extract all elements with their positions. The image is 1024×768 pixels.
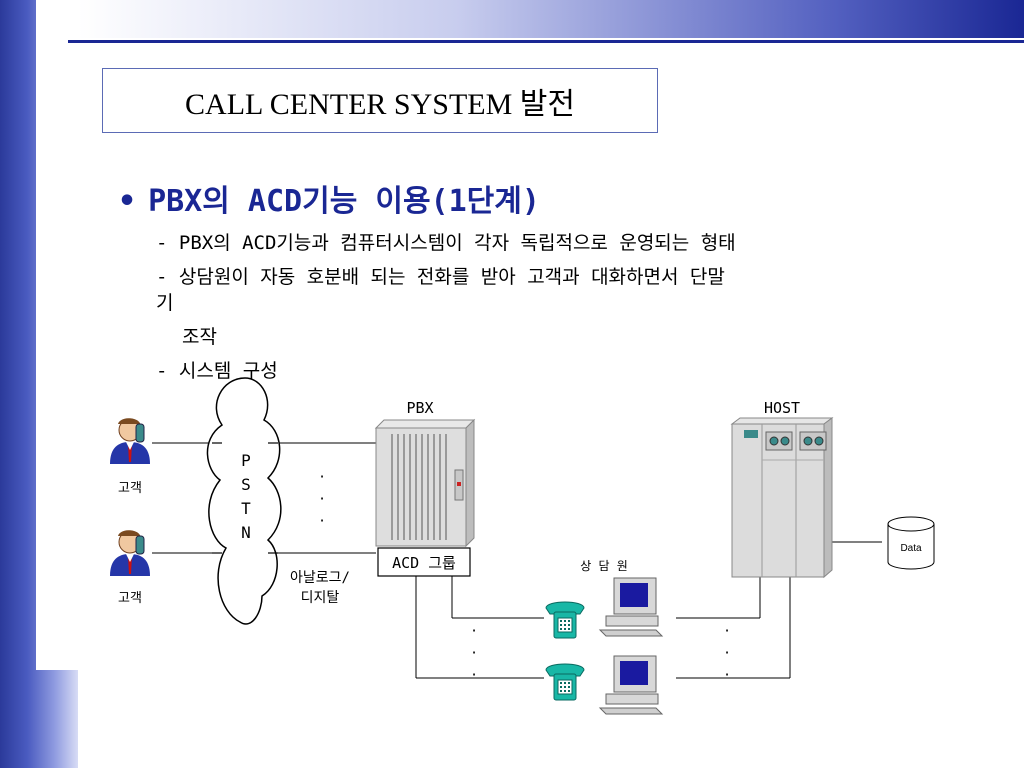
trunk-dot-2: · [319, 489, 324, 508]
pbx-dot-2: · [471, 643, 476, 662]
main-bullet: • PBX의 ACD기능 이용(1단계) [118, 176, 540, 220]
customer-icon-2 [110, 530, 150, 576]
top-decor-bar [78, 0, 1024, 38]
host-dot-1: · [724, 621, 729, 640]
computer-icon-2 [598, 655, 664, 715]
pstn-letter-p: P [241, 451, 251, 470]
pstn-cloud [206, 377, 282, 625]
description-line-2: - 상담원이 자동 호분배 되는 전화를 받아 고객과 대화하면서 단말 [156, 266, 725, 288]
slide-title-box: CALL CENTER SYSTEM 발전 [102, 68, 658, 133]
host-dot-3: · [724, 665, 729, 684]
trunk-dot-1: · [319, 467, 324, 486]
analog-digital-label-1: 아날로그/ [290, 570, 350, 586]
agent-label: 상 담 원 [580, 559, 628, 573]
description-line-3: 기 [156, 292, 174, 314]
analog-digital-label-2: 디지탈 [301, 590, 340, 606]
computer-icon-1 [598, 577, 664, 637]
top-divider [68, 40, 1024, 43]
description-line-4: 조작 [182, 326, 217, 348]
description-line-1: - PBX의 ACD기능과 컴퓨터시스템이 각자 독립적으로 운영되는 형태 [156, 232, 736, 254]
pstn-letter-s: S [241, 475, 251, 494]
pbx-label: PBX [406, 399, 433, 417]
host-label: HOST [764, 399, 800, 417]
customer-label-2: 고객 [118, 591, 142, 606]
phone-icon-2 [545, 663, 585, 701]
database-icon [887, 516, 935, 570]
bullet-text: PBX의 ACD기능 이용(1단계) [148, 184, 540, 219]
host-server-icon [730, 417, 834, 579]
pbx-dot-3: · [471, 665, 476, 684]
pbx-cabinet-icon [374, 418, 476, 548]
phone-icon-1 [545, 601, 585, 639]
acd-group-box [377, 547, 471, 577]
pstn-letter-n: N [241, 523, 251, 542]
slide-title: CALL CENTER SYSTEM 발전 [185, 87, 575, 121]
customer-label-1: 고객 [118, 481, 142, 496]
description-line-5: - 시스템 구성 [156, 360, 278, 382]
host-dot-2: · [724, 643, 729, 662]
bullet-dot-icon: • [118, 184, 137, 219]
data-label: Data [900, 543, 922, 554]
customer-icon-1 [110, 418, 150, 464]
left-decor-bar [0, 0, 78, 768]
pbx-dot-1: · [471, 621, 476, 640]
pstn-letter-t: T [241, 499, 251, 518]
acd-group-label: ACD 그룹 [392, 554, 456, 572]
trunk-dot-3: · [319, 511, 324, 530]
